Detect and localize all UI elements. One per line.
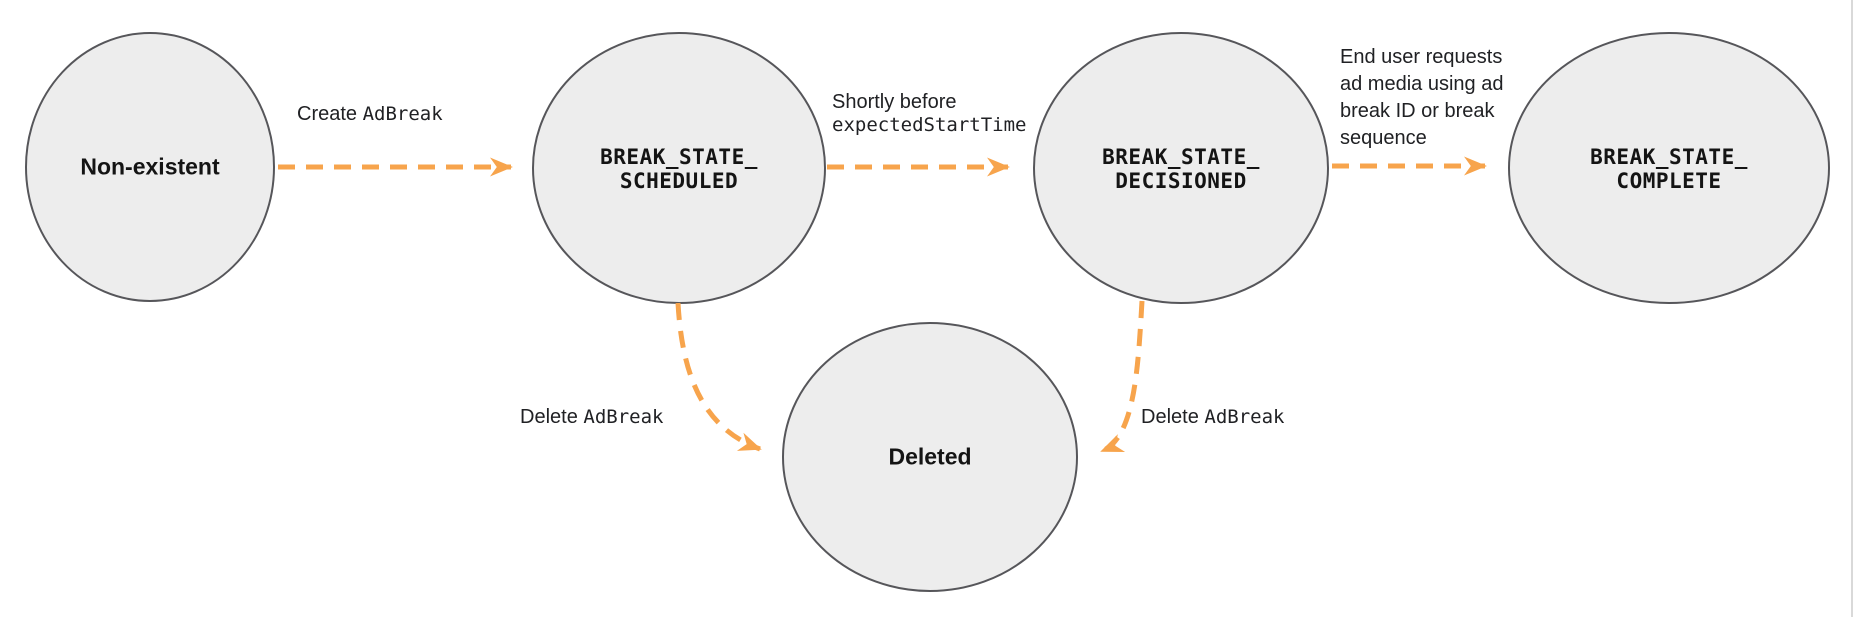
state-circle-break-state-decisioned [1033,32,1329,304]
label-code-text: AdBreak [362,103,443,125]
label-text: Delete [1141,406,1205,428]
state-label-line1: BREAK_STATE_ [600,145,758,169]
state-label-line1: BREAK_STATE_ [1102,145,1260,169]
state-label-line2: SCHEDULED [619,169,739,193]
transition-label-create-adbreak: Create AdBreak [297,103,443,126]
transition-arrow-delete-adbreak-from-decisioned [1100,300,1145,454]
label-code-text: AdBreak [583,406,664,428]
transition-label-shortly-before: Shortly before expectedStartTime [832,91,1026,137]
transition-arrow-delete-adbreak-from-scheduled [675,302,762,452]
state-label-break-state-decisioned: BREAK_STATE_ DECISIONED [1102,145,1260,193]
state-label-break-state-scheduled: BREAK_STATE_ SCHEDULED [600,145,758,193]
state-label-break-state-complete: BREAK_STATE_ COMPLETE [1590,145,1748,193]
transition-label-delete-adbreak-right: Delete AdBreak [1141,406,1284,429]
state-label-line2: COMPLETE [1616,169,1722,193]
state-circle-break-state-complete [1508,32,1830,304]
state-circle-non-existent [25,32,275,302]
transition-label-end-user-requests: End user requests ad media using ad brea… [1340,46,1504,149]
label-code-text: expectedStartTime [832,114,1027,136]
page-edge-line [1851,0,1853,617]
state-label-line1: BREAK_STATE_ [1590,145,1748,169]
state-label-line2: DECISIONED [1115,169,1247,193]
state-circle-deleted [782,322,1078,592]
label-text: Delete [520,406,584,428]
state-label-deleted: Deleted [888,443,972,470]
label-code-text: AdBreak [1204,406,1285,428]
label-text: Create [297,103,363,125]
state-label-non-existent: Non-existent [80,153,220,180]
label-text: Shortly before [832,91,957,113]
transition-label-delete-adbreak-left: Delete AdBreak [520,406,663,429]
